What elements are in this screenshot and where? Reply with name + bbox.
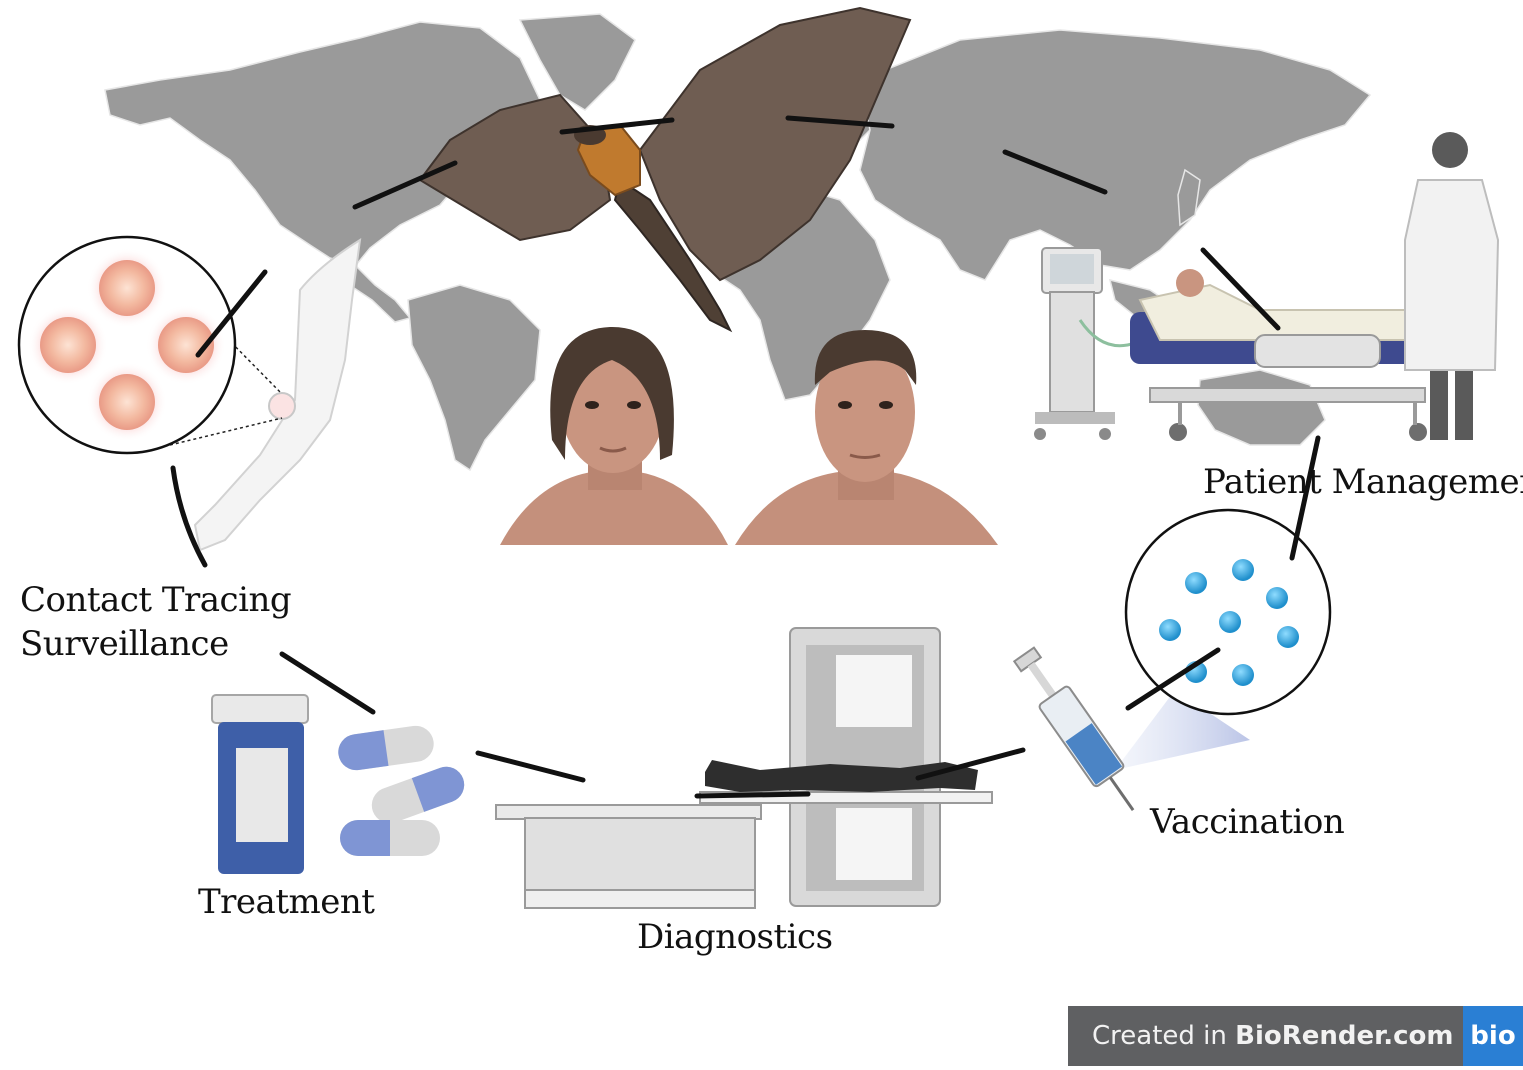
- watermark-brand: BioRender.com: [1235, 1021, 1454, 1051]
- hospital-bed: [1130, 269, 1427, 441]
- label-vaccination: Vaccination: [1150, 802, 1345, 842]
- connector-arcs: [170, 115, 1321, 799]
- doctor-silhouette: [1404, 132, 1500, 440]
- lesion-magnifier: [17, 235, 283, 455]
- arm-with-lesions: [193, 238, 362, 552]
- label-contact-tracing: Contact Tracing Surveillance: [20, 578, 292, 666]
- capsules: [338, 725, 465, 856]
- lying-patient: [705, 760, 978, 792]
- pill-bottle: [211, 694, 309, 874]
- syringe: [1012, 646, 1135, 811]
- label-contact-tracing-line2: Surveillance: [20, 624, 229, 664]
- label-patient-management: Patient Management: [1203, 462, 1523, 502]
- male-face: [735, 330, 998, 545]
- biorender-logo-icon: bio: [1463, 1006, 1523, 1066]
- watermark-prefix: Created in: [1092, 1021, 1236, 1051]
- biorender-watermark[interactable]: Created in BioRender.com bio: [1068, 1006, 1523, 1066]
- label-treatment: Treatment: [198, 882, 375, 922]
- vaccine-particles: [1115, 508, 1332, 770]
- label-diagnostics: Diagnostics: [637, 917, 833, 957]
- label-contact-tracing-line1: Contact Tracing: [20, 580, 292, 620]
- watermark-text: Created in BioRender.com: [1068, 1021, 1463, 1051]
- female-face: [500, 326, 728, 545]
- ct-scanner: [495, 627, 993, 909]
